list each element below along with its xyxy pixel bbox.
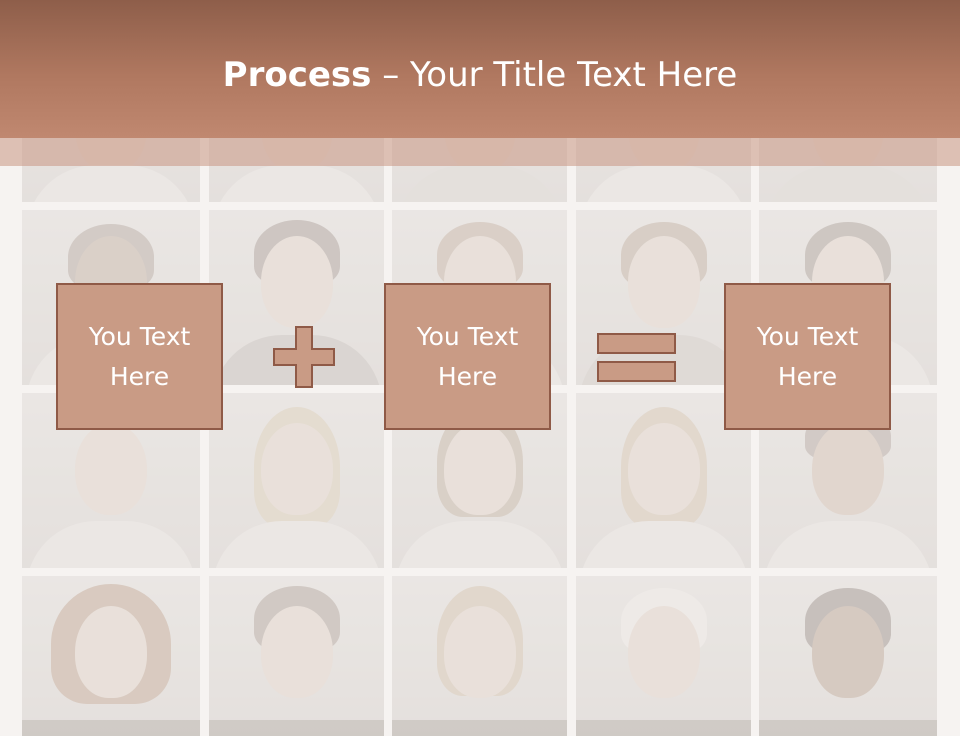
slide-title[interactable]: Process – Your Title Text Here: [0, 52, 960, 98]
process-box-3[interactable]: You Text Here: [724, 283, 891, 430]
title-rest: Your Title Text Here: [410, 55, 738, 95]
title-dash: –: [371, 55, 411, 95]
title-bold: Process: [222, 55, 372, 95]
process-box-1[interactable]: You Text Here: [56, 283, 223, 430]
plus-icon: [273, 326, 335, 388]
process-box-2[interactable]: You Text Here: [384, 283, 551, 430]
title-banner: [0, 0, 960, 138]
title-banner-strip: [0, 138, 960, 166]
equals-icon: [597, 333, 676, 382]
